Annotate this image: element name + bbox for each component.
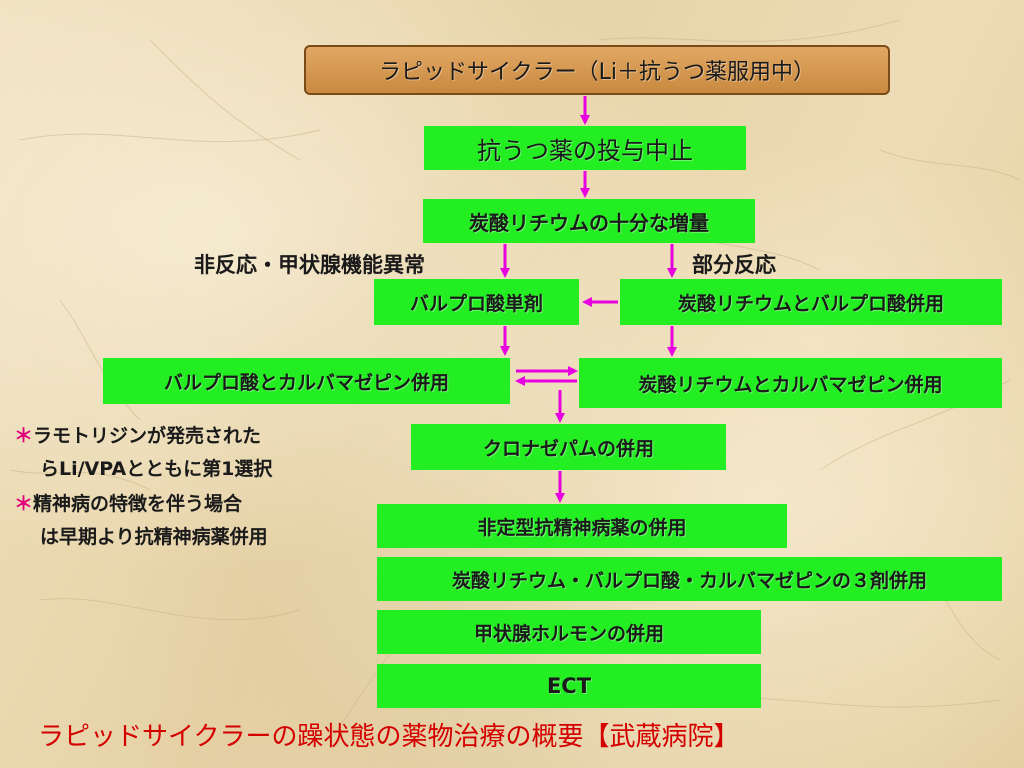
- node-valproate-single: バルプロ酸単剤: [374, 279, 579, 325]
- node-lithium-carbamazepine: 炭酸リチウムとカルバマゼピン併用: [579, 358, 1002, 408]
- node-atypical-antipsychotic: 非定型抗精神病薬の併用: [377, 504, 787, 548]
- node-valproate-carbamazepine: バルプロ酸とカルバマゼピン併用: [103, 358, 510, 404]
- note-line: 精神病の特徴を伴う場合: [33, 493, 243, 515]
- note-line: ラモトリジンが発売された: [33, 425, 262, 447]
- note-line: らLi/VPAとともに第1選択: [40, 458, 273, 480]
- node-lithium-valproate: 炭酸リチウムとバルプロ酸併用: [620, 279, 1002, 325]
- note-psychotic-features: ＊精神病の特徴を伴う場合 は早期より抗精神病薬併用: [14, 488, 268, 554]
- node-clonazepam: クロナゼパムの併用: [411, 424, 726, 470]
- node-thyroid-hormone: 甲状腺ホルモンの併用: [377, 610, 761, 654]
- figure-caption: ラピッドサイクラーの躁状態の薬物治療の概要【武蔵病院】: [38, 722, 740, 752]
- node-stop-antidepressant: 抗うつ薬の投与中止: [424, 126, 746, 170]
- node-rapid-cycler: ラピッドサイクラー（Li＋抗うつ薬服用中）: [304, 45, 890, 95]
- note-lamotrigine: ＊ラモトリジンが発売された らLi/VPAとともに第1選択: [14, 420, 272, 486]
- node-triple-combination: 炭酸リチウム・バルプロ酸・カルバマゼピンの３剤併用: [377, 557, 1002, 601]
- label-partial-response: 部分反応: [692, 253, 776, 277]
- node-lithium-increase: 炭酸リチウムの十分な増量: [423, 199, 755, 243]
- note-line: は早期より抗精神病薬併用: [40, 526, 268, 548]
- node-ect: ECT: [377, 664, 761, 708]
- label-nonresponse: 非反応・甲状腺機能異常: [194, 253, 425, 277]
- bullet-asterisk: ＊: [14, 493, 34, 515]
- bullet-asterisk: ＊: [14, 425, 34, 447]
